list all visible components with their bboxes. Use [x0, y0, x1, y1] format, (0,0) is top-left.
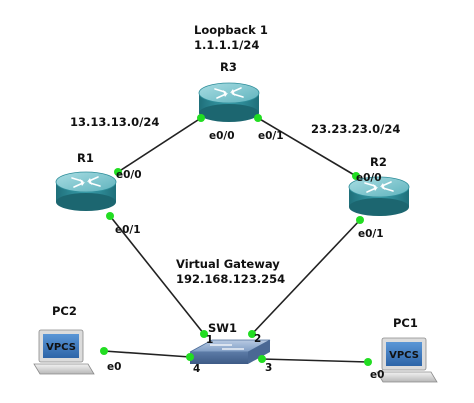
port-dot-r2-e0-0 [352, 172, 360, 180]
port-dot-r1-e0-1 [106, 212, 114, 220]
port-dot-sw1-1 [200, 330, 208, 338]
port-dot-sw1-4 [186, 353, 194, 361]
port-label-r1-e0-1: e0/1 [115, 224, 141, 236]
network-label-23: 23.23.23.0/24 [311, 122, 400, 136]
port-label-sw1-4: 4 [193, 363, 200, 375]
port-dot-r3-e0-1 [254, 114, 262, 122]
link-r1-sw1 [109, 215, 205, 335]
port-label-r3-e0-0: e0/0 [209, 130, 235, 142]
device-label-r3: R3 [220, 60, 237, 74]
device-label-pc2: PC2 [52, 304, 77, 318]
network-label-13: 13.13.13.0/24 [70, 115, 159, 129]
port-label-sw1-3: 3 [265, 362, 272, 374]
port-label-r1-e0-0: e0/0 [116, 169, 142, 181]
port-dots [100, 114, 372, 366]
link-r2-sw1 [251, 219, 361, 335]
port-label-r3-e0-1: e0/1 [258, 130, 284, 142]
port-dot-pc2-e0 [100, 347, 108, 355]
router-r1[interactable] [55, 171, 117, 212]
port-label-r2-e0-0: e0/0 [356, 172, 382, 184]
port-label-sw1-1: 1 [206, 334, 213, 346]
pc-pc1[interactable]: VPCS [376, 337, 438, 383]
port-label-sw1-2: 2 [254, 333, 261, 345]
port-dot-pc1-e0 [364, 358, 372, 366]
link-pc2-sw1 [103, 350, 191, 358]
loopback-title: Loopback 1 [194, 23, 268, 37]
device-label-r2: R2 [370, 155, 387, 169]
link-sw1-pc1 [261, 358, 369, 363]
virtual-gateway-title: Virtual Gateway [176, 257, 280, 271]
device-label-r1: R1 [77, 151, 94, 165]
device-label-pc1: PC1 [393, 316, 418, 330]
switch-sw1[interactable] [189, 339, 271, 364]
pc-pc2[interactable]: VPCS [33, 329, 95, 375]
port-dot-r3-e0-0 [197, 114, 205, 122]
loopback-address: 1.1.1.1/24 [194, 38, 259, 52]
pc1-screen-label: VPCS [389, 350, 419, 361]
network-links [103, 117, 369, 363]
router-icon [198, 82, 260, 123]
router-r3[interactable] [198, 82, 260, 123]
port-dot-r1-e0-0 [114, 168, 122, 176]
port-dot-r2-e0-1 [356, 216, 364, 224]
virtual-gateway-address: 192.168.123.254 [176, 272, 285, 286]
port-label-r2-e0-1: e0/1 [358, 228, 384, 240]
pc2-screen-label: VPCS [46, 342, 76, 353]
port-dot-sw1-2 [248, 330, 256, 338]
port-dot-sw1-3 [258, 355, 266, 363]
device-label-sw1: SW1 [208, 321, 237, 335]
router-icon [55, 171, 117, 212]
link-r1-r3 [117, 117, 202, 173]
port-label-pc2-e0: e0 [107, 361, 121, 373]
port-label-pc1-e0: e0 [370, 369, 384, 381]
link-r3-r2 [257, 117, 357, 177]
